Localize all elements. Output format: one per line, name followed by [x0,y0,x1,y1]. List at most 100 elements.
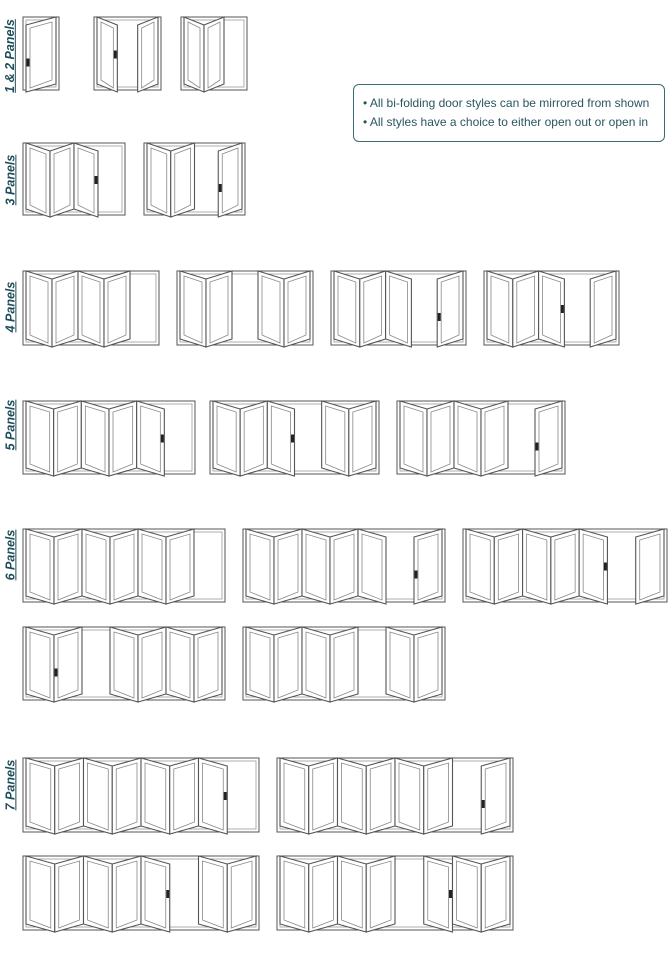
door-handle-icon [603,562,607,571]
door-handle-icon [560,305,564,313]
door-glass [29,405,51,473]
door-glass [197,631,219,699]
door-glass [352,405,373,473]
door-glass [57,405,78,473]
door-handle-icon [535,442,539,451]
door-glass [29,762,52,831]
door-glass [55,275,75,344]
door-glass [270,405,291,473]
door-style-diagram [462,528,668,605]
door-glass [484,860,507,929]
door-frame [93,16,162,91]
door-glass [141,21,155,89]
door-style-diagram [180,16,248,93]
door-glass [202,762,224,831]
door-style-diagram [22,16,60,93]
door-handle-icon [437,313,441,321]
door-glass [29,631,51,699]
door-glass [57,631,79,699]
door-glass [140,405,161,473]
door-glass [417,533,439,601]
door-glass [87,860,109,929]
door-glass [389,631,411,699]
door-frame [242,626,446,701]
door-glass [58,762,80,831]
door-handle-icon [26,58,30,67]
door-style-diagram [483,270,620,348]
door-glass [173,762,195,831]
door-glass [169,533,191,601]
door-glass [221,147,239,214]
door-glass [277,533,299,601]
door-style-diagram [242,528,446,605]
door-glass [398,762,421,831]
door-glass [312,860,334,929]
door-glass [230,860,253,929]
door-glass [29,275,49,344]
door-glass [209,275,229,344]
door-style-diagram [22,400,196,477]
door-frame [22,528,226,603]
door-glass [141,631,163,699]
door-frame [22,16,60,91]
door-glass [484,762,507,831]
door-glass [84,405,106,473]
door-glass [542,275,561,344]
door-handle-icon [160,434,164,443]
door-glass [53,147,71,214]
door-glass [174,147,191,214]
door-glass [283,762,306,831]
door-glass [456,860,478,929]
door-glass [100,21,114,89]
door-handle-icon [449,890,452,898]
door-glass [113,631,135,699]
door-glass [87,762,109,831]
door-glass [277,631,299,699]
door-handle-icon [291,434,294,443]
door-glass [169,631,191,699]
door-style-diagram [22,528,226,605]
door-handle-icon [113,50,117,59]
door-style-diagram [176,270,314,348]
door-glass [457,405,478,473]
note-open-direction: • All styles have a choice to either ope… [363,115,649,129]
door-style-diagram [396,400,566,477]
door-glass [107,275,127,344]
door-glass [144,762,167,831]
door-frame [22,270,160,346]
door-glass [115,860,138,929]
door-handle-icon [414,570,418,579]
door-glass [341,860,363,929]
door-glass [261,275,281,344]
door-glass [144,860,167,929]
door-glass [29,21,53,89]
door-glass [58,860,80,929]
door-glass [249,533,271,601]
door-glass [115,762,138,831]
door-glass [249,631,271,699]
door-glass [593,275,613,344]
door-frame [242,528,446,603]
door-glass [369,860,392,929]
door-glass [526,533,548,601]
door-glass [469,533,491,601]
door-handle-icon [223,792,227,800]
door-glass [325,405,346,473]
door-glass [216,405,237,473]
door-handle-icon [94,176,98,184]
door-style-diagram [276,855,514,933]
door-glass [333,631,355,699]
door-glass [389,275,408,344]
door-glass [363,275,383,344]
door-glass [484,405,505,473]
door-handle-icon [481,800,485,808]
door-frame [180,16,248,91]
door-frame [462,528,668,603]
door-glass [440,275,460,344]
door-glass [57,533,79,601]
door-glass [305,533,327,601]
door-glass [538,405,559,473]
door-glass [427,762,449,831]
